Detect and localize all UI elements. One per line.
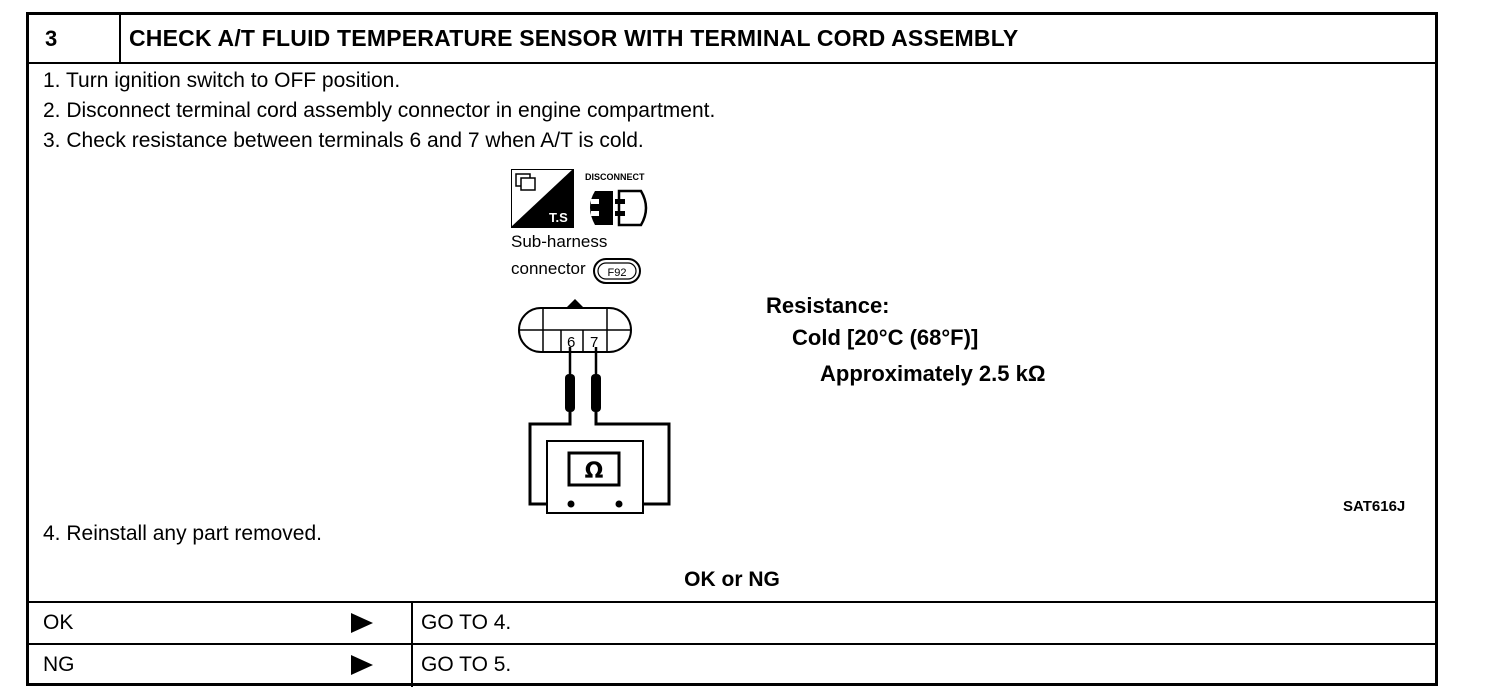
procedure-title: CHECK A/T FLUID TEMPERATURE SENSOR WITH …: [129, 25, 1019, 51]
result-row-ng: NG GO TO 5.: [29, 643, 1435, 687]
connector-face: 6 7: [518, 299, 632, 353]
test-symbol-icon: T.S: [510, 168, 574, 228]
diagram-svg: T.S DISCONNECT Sub-harness connector F92: [510, 168, 671, 514]
result-label-ng: NG: [43, 653, 75, 676]
test-probes: [528, 347, 671, 506]
connector-label-line1: Sub-harness: [511, 232, 607, 251]
resistance-label: Resistance:: [766, 293, 890, 318]
ts-label: T.S: [549, 210, 568, 225]
resistance-condition: Cold [20°C (68°F)]: [792, 325, 979, 350]
step-number: 3: [29, 15, 121, 62]
arrow-right-icon: [351, 655, 373, 675]
result-action-ng: GO TO 5.: [421, 653, 512, 676]
wiring-diagram: T.S DISCONNECT Sub-harness connector F92: [510, 168, 731, 524]
connector-id: F92: [608, 267, 627, 279]
step-4: 4. Reinstall any part removed.: [43, 522, 322, 545]
disconnect-label: DISCONNECT: [585, 172, 645, 182]
result-row-ok: OK GO TO 4.: [29, 601, 1435, 645]
result-action-ok: GO TO 4.: [421, 611, 512, 634]
connector-id-badge: F92: [593, 258, 641, 284]
meter-symbol: Ω: [585, 459, 604, 484]
connector-label-line2: connector: [511, 259, 586, 278]
procedure-header: 3 CHECK A/T FLUID TEMPERATURE SENSOR WIT…: [29, 15, 1435, 64]
ohmmeter-icon: Ω: [546, 440, 644, 514]
row-divider: [411, 603, 413, 645]
figure-code: SAT616J: [1343, 498, 1406, 515]
terminal-7-label: 7: [590, 334, 598, 351]
step-3: 3. Check resistance between terminals 6 …: [43, 129, 644, 152]
arrow-right-icon: [351, 613, 373, 633]
resistance-value: Approximately 2.5 kΩ: [820, 361, 1046, 386]
terminal-6-label: 6: [567, 334, 575, 351]
result-label-ok: OK: [43, 611, 74, 634]
disconnect-connector-icon: DISCONNECT: [585, 172, 648, 227]
row-divider: [411, 645, 413, 687]
procedure-frame: 3 CHECK A/T FLUID TEMPERATURE SENSOR WIT…: [26, 12, 1438, 687]
step-1: 1. Turn ignition switch to OFF position.: [43, 69, 401, 92]
step-2: 2. Disconnect terminal cord assembly con…: [43, 99, 716, 122]
result-heading: OK or NG: [684, 568, 780, 591]
